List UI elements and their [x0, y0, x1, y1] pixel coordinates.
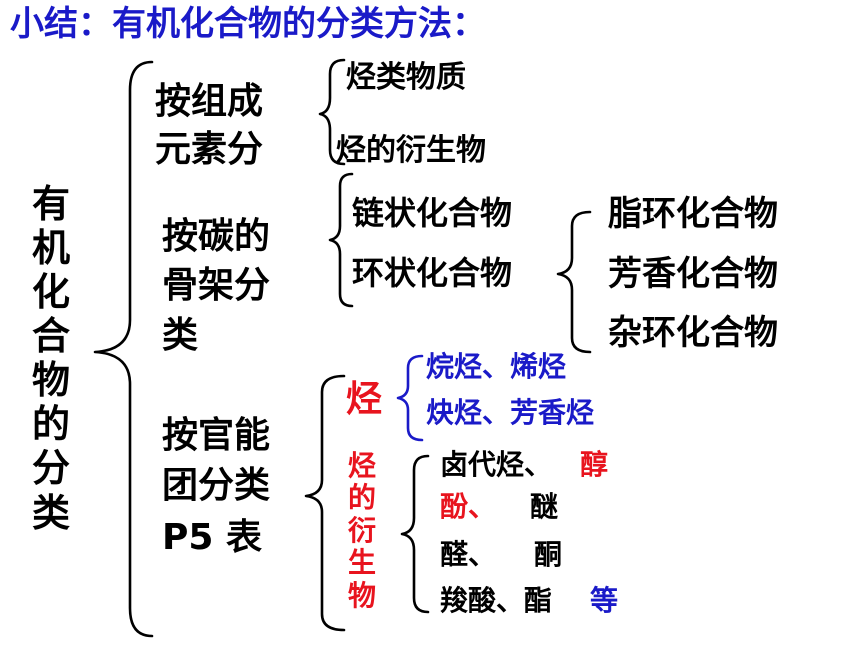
root-brace	[93, 60, 154, 638]
composition-label-line1: 按组成	[155, 81, 264, 122]
skeleton-label-line1: 按碳的	[162, 216, 271, 257]
derivative-row-2-b: 醚	[530, 490, 559, 523]
vertical-char: 有	[32, 182, 71, 226]
derivative-row-3-b: 酮	[534, 538, 563, 571]
composition-brace	[318, 58, 346, 166]
root-label: 有机化合物的分类	[32, 182, 70, 535]
hydrocarbon-class-item: 烃类物质	[346, 60, 466, 95]
hydrocarbon-label: 烃	[346, 379, 383, 420]
vertical-char: 生	[348, 546, 377, 580]
alkane-alkene-item: 烷烃、烯烃	[426, 350, 567, 383]
vertical-char: 的	[348, 481, 377, 515]
chain-compound-item: 链状化合物	[352, 194, 513, 232]
skeleton-brace	[328, 172, 354, 308]
derivative-row-1-a: 卤代烃、	[440, 448, 553, 481]
functional-label-line2: 团分类	[162, 465, 271, 506]
vertical-char: 物	[32, 358, 71, 403]
derivative-class-item: 烃的衍生物	[336, 133, 486, 168]
cyclic-brace	[556, 210, 592, 354]
cyclic-compound-item: 环状化合物	[352, 254, 513, 292]
page-title: 小结：有机化合物的分类方法：	[10, 4, 486, 44]
functional-label-line3: P5 表	[162, 517, 262, 558]
vertical-char: 衍	[348, 513, 377, 547]
alkyne-aromatic-item: 炔烃、芳香烃	[426, 396, 595, 429]
skeleton-label-line3: 类	[162, 315, 199, 356]
derivative-label: 烃的衍生物	[348, 449, 377, 612]
derivative-row-4-a: 羧酸、酯	[440, 584, 553, 617]
derivative-row-4-b: 等	[590, 584, 619, 617]
skeleton-label-line2: 骨架分	[162, 265, 271, 306]
vertical-char: 的	[32, 402, 71, 447]
aromatic-item: 芳香化合物	[608, 254, 778, 294]
derivative-row-2-a: 酚、	[440, 490, 497, 523]
vertical-char: 化	[32, 270, 71, 315]
vertical-char: 物	[348, 578, 377, 612]
functional-brace	[304, 374, 346, 632]
vertical-char: 类	[32, 490, 71, 535]
heterocyclic-item: 杂环化合物	[608, 313, 778, 353]
composition-label-line2: 元素分	[155, 129, 264, 170]
vertical-char: 机	[32, 226, 71, 271]
alicyclic-item: 脂环化合物	[608, 194, 778, 234]
derivative-row-3-a: 醛、	[440, 538, 497, 571]
vertical-char: 分	[32, 446, 71, 491]
vertical-char: 合	[32, 314, 71, 359]
hydrocarbon-brace	[396, 354, 424, 442]
functional-label-line1: 按官能	[162, 415, 271, 456]
derivative-brace	[400, 454, 430, 614]
vertical-char: 烃	[348, 449, 377, 482]
derivative-row-1-b: 醇	[580, 448, 609, 481]
